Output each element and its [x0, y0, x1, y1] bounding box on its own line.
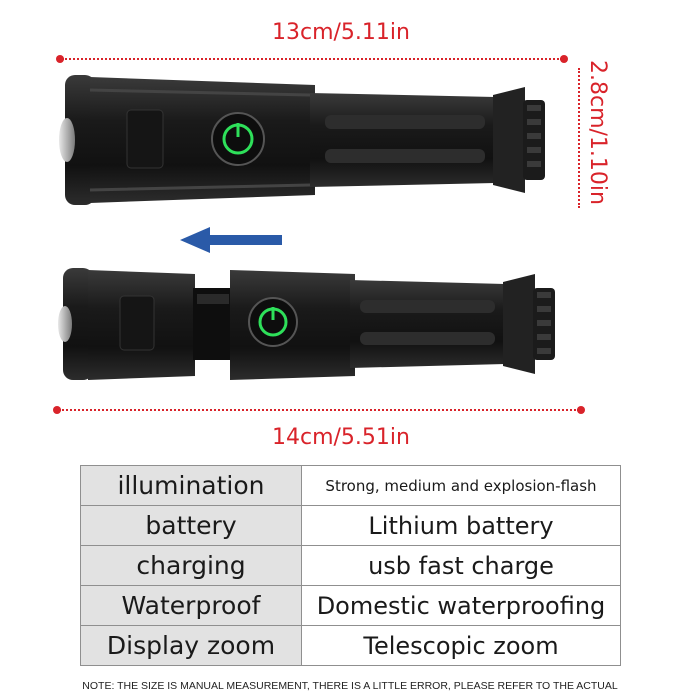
- top-dim-start-dot: [56, 55, 64, 63]
- spec-key: charging: [80, 545, 302, 586]
- spec-row-charging: charging usb fast charge: [80, 545, 621, 586]
- spec-row-waterproof: Waterproof Domestic waterproofing: [80, 585, 621, 626]
- bottom-dim-start-dot: [53, 406, 61, 414]
- spec-value: usb fast charge: [301, 545, 621, 586]
- top-dim-line: [62, 58, 562, 60]
- spec-key: Display zoom: [80, 625, 302, 666]
- bottom-dim-line: [59, 409, 579, 411]
- spec-row-display-zoom: Display zoom Telescopic zoom: [80, 625, 621, 666]
- flashlight-retracted: [59, 75, 545, 205]
- top-length-label: 13cm/5.11in: [272, 20, 410, 45]
- bottom-dim-end-dot: [577, 406, 585, 414]
- spec-table: illumination Strong, medium and explosio…: [80, 465, 621, 666]
- spec-value: Telescopic zoom: [301, 625, 621, 666]
- spec-row-battery: battery Lithium battery: [80, 505, 621, 546]
- spec-value: Strong, medium and explosion-flash: [301, 465, 621, 506]
- spec-value: Domestic waterproofing: [301, 585, 621, 626]
- spec-key: battery: [80, 505, 302, 546]
- spec-key: Waterproof: [80, 585, 302, 626]
- measurement-note: NOTE: THE SIZE IS MANUAL MEASUREMENT, TH…: [82, 680, 618, 692]
- bottom-length-label: 14cm/5.51in: [272, 425, 410, 450]
- flashlight-extended: [58, 268, 555, 380]
- arrow-left-icon: [180, 227, 282, 253]
- spec-key: illumination: [80, 465, 302, 506]
- top-dim-end-dot: [560, 55, 568, 63]
- spec-row-illumination: illumination Strong, medium and explosio…: [80, 465, 621, 506]
- vertical-dim-line: [578, 68, 580, 208]
- spec-value: Lithium battery: [301, 505, 621, 546]
